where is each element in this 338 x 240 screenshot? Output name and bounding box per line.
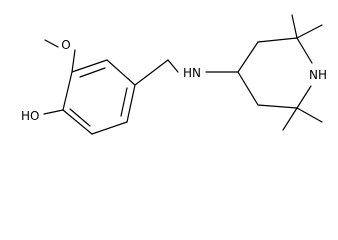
- ring-bond: [257, 37, 298, 43]
- ring-bond: [62, 109, 93, 135]
- ring-bond: [91, 121, 128, 135]
- piperidine-ring: [237, 37, 313, 109]
- methyl-bond: [296, 107, 323, 123]
- ring-bond: [257, 104, 298, 109]
- ring-bond: [126, 84, 136, 123]
- ring-bond: [106, 59, 136, 86]
- methoxy-oxygen-label: O: [61, 38, 70, 52]
- methyl-bond: [291, 14, 298, 39]
- hydroxyl-label: HO: [21, 109, 39, 123]
- benzene-ring: [62, 59, 136, 135]
- amine-nh-label: HN: [183, 66, 201, 80]
- bond-methyl-to-oxygen: [44, 39, 59, 48]
- ring-bond: [71, 59, 108, 73]
- methyl-bond: [296, 24, 323, 39]
- bond-oxygen-to-ring: [71, 49, 76, 73]
- ring-bond: [237, 71, 259, 106]
- methyl-groups: [282, 14, 323, 131]
- ring-double-bond: [79, 67, 106, 78]
- ring-double-bond: [69, 108, 91, 127]
- ring-bond: [62, 71, 73, 111]
- bond-ch2-to-nh: [167, 59, 179, 73]
- bond-ring-to-hydroxyl: [43, 109, 64, 115]
- ring-bond: [296, 37, 313, 64]
- methyl-bond: [282, 107, 298, 131]
- ring-bond: [296, 85, 312, 109]
- ring-bond: [237, 41, 259, 73]
- chemical-structure: O HO HN NH: [21, 14, 327, 135]
- ring-double-bond: [120, 87, 128, 117]
- ring-nh-label: NH: [309, 68, 327, 82]
- bond-ring-to-ch2: [134, 59, 169, 86]
